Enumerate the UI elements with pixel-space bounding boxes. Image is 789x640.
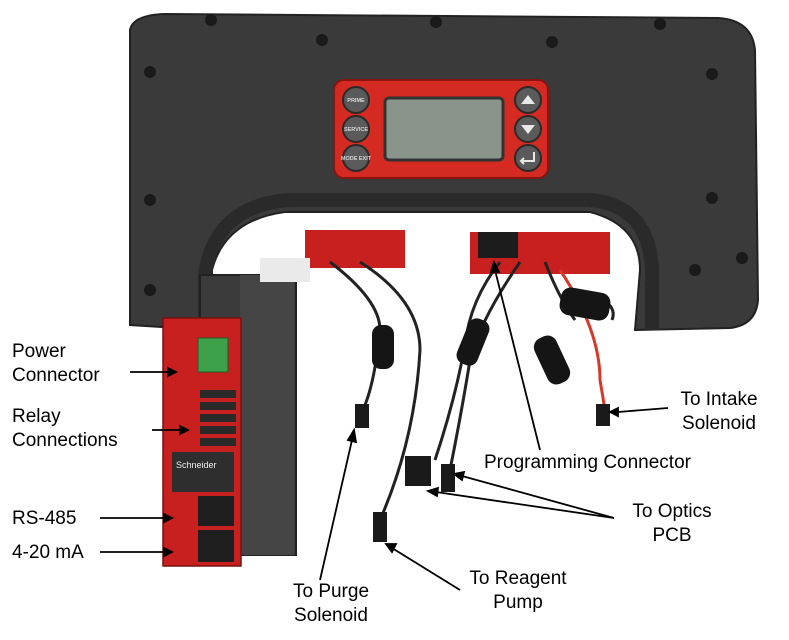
keypad-right-buttons xyxy=(514,86,542,172)
reagent-pump-label: To Reagent Pump xyxy=(458,567,578,615)
power-connector-label-line2: Connector xyxy=(12,365,100,386)
programming-connector-header xyxy=(478,232,518,258)
ma-label: 4-20 mA xyxy=(12,542,84,563)
purge-solenoid-label-line2: Solenoid xyxy=(294,605,368,626)
mode-exit-button-label: MODE EXIT xyxy=(341,156,372,162)
arrow-up-icon xyxy=(521,95,535,104)
relay-module xyxy=(172,452,234,492)
purge-solenoid-label-line1: To Purge xyxy=(292,581,370,602)
rs485-label: RS-485 xyxy=(12,508,77,529)
intake-solenoid-label-line2: Solenoid xyxy=(682,413,756,434)
power-terminal-block xyxy=(197,337,229,373)
purge-solenoid-label: To Purge Solenoid xyxy=(276,580,386,628)
ferrite-beads xyxy=(372,287,611,385)
arrow-down-icon xyxy=(521,125,535,134)
programming-connector-label: Programming Connector xyxy=(484,452,691,473)
relay-brand-label: Schneider xyxy=(176,460,217,470)
optics-pcb-label-line2: PCB xyxy=(652,525,692,546)
leader-lines xyxy=(100,259,669,591)
power-connector-label-line1: Power xyxy=(12,341,66,362)
relay-connections-label-line1: Relay xyxy=(12,406,61,427)
pcb-top-left xyxy=(305,230,405,268)
ma-terminal-block xyxy=(198,530,234,562)
reagent-pump-label-line1: To Reagent xyxy=(469,568,567,589)
optics-pcb-label: To Optics PCB xyxy=(612,500,732,548)
relay-header-pins xyxy=(200,390,236,446)
pcb-label-sticker xyxy=(260,258,310,282)
optics-pcb-label-line1: To Optics xyxy=(632,501,712,522)
power-connector-label: Power Connector xyxy=(12,340,100,388)
intake-solenoid-label-line1: To Intake xyxy=(680,389,758,410)
housing-arch xyxy=(198,193,659,340)
keypad-left-buttons: PRIME SERVICE MODE EXIT xyxy=(341,86,372,172)
relay-connections-label: Relay Connections xyxy=(12,405,118,453)
lcd-screen xyxy=(383,96,505,162)
connector-plugs xyxy=(355,404,610,542)
intake-solenoid-label: To Intake Solenoid xyxy=(664,388,774,436)
service-button-label: SERVICE xyxy=(344,127,368,133)
rs485-terminal-block xyxy=(198,496,234,526)
reagent-pump-label-line2: Pump xyxy=(493,592,543,613)
relay-connections-label-line2: Connections xyxy=(12,430,118,451)
prime-button-label: PRIME xyxy=(347,98,365,104)
screw-holes xyxy=(144,14,748,296)
housing-arm-face xyxy=(240,275,294,555)
enter-icon xyxy=(519,152,535,165)
